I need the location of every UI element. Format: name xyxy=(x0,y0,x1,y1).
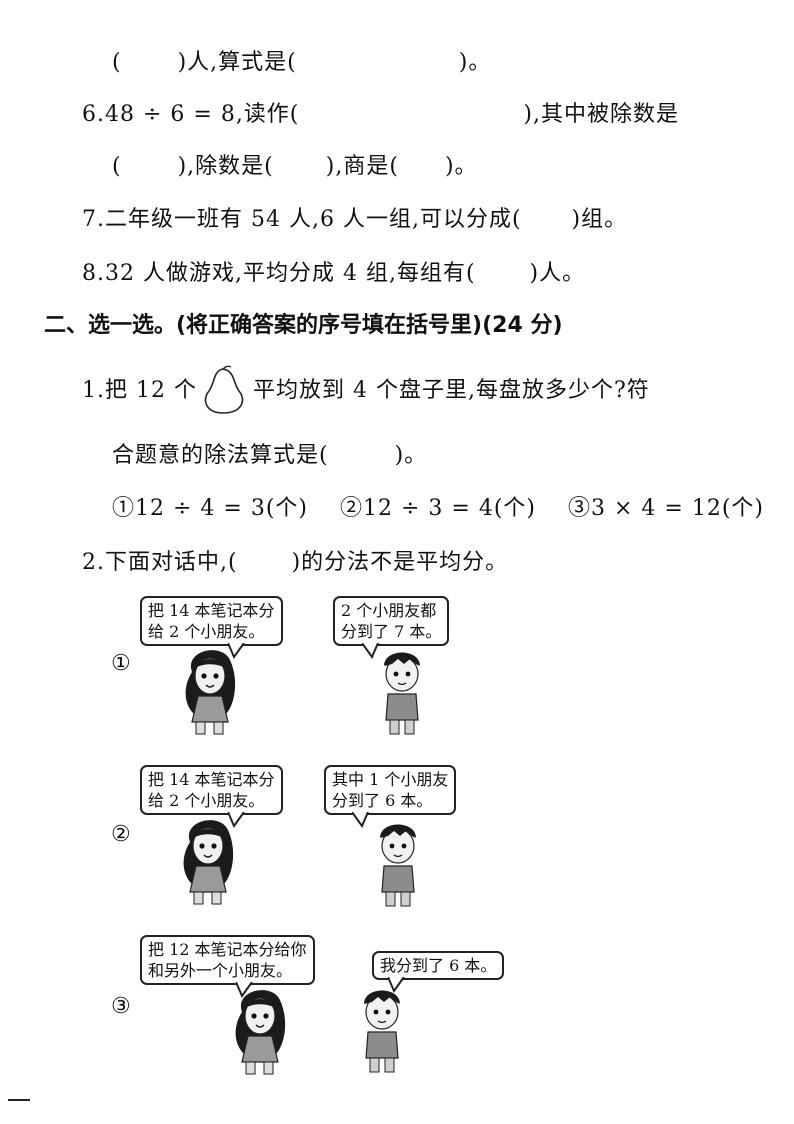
choice-options: ①12 ÷ 4 = 3(个) ②12 ÷ 3 = 4(个) ③3 × 4 = 12(… xyxy=(112,490,764,522)
bubble-line: 给 2 个小朋友。 xyxy=(148,622,265,641)
choice-question-1: 1.把 12 个 平均放到 4 个盘子里,每盘放多少个?符 xyxy=(82,365,650,414)
question-6-text-2: ),其中被除数是 xyxy=(523,102,679,127)
boy-figure xyxy=(379,823,417,907)
question-1-text: 1.把 12 个 xyxy=(82,378,197,403)
question-5-text: )人,算式是( xyxy=(177,50,297,75)
girl-speech-bubble: 把 12 本笔记本分给你 和另外一个小朋友。 xyxy=(140,935,315,985)
quotient-text: ),商是( xyxy=(325,154,399,179)
question-2-text: 2.下面对话中,( xyxy=(82,550,238,575)
bubble-line: 分到了 7 本。 xyxy=(341,622,442,641)
question-6-text: 6.48 ÷ 6 = 8,读作( xyxy=(82,102,300,127)
question-5-continuation: ( )人,算式是( )。 xyxy=(112,44,491,76)
question-7: 7.二年级一班有 54 人,6 人一组,可以分成( )组。 xyxy=(82,201,627,233)
paren-close: )。 xyxy=(394,443,428,468)
girl-speech-bubble: 把 14 本笔记本分 给 2 个小朋友。 xyxy=(140,596,283,646)
pear-icon xyxy=(197,365,253,414)
paren-close: )。 xyxy=(444,154,478,179)
boy-speech-bubble: 我分到了 6 本。 xyxy=(372,951,505,980)
bubble-line: 把 12 本笔记本分给你 xyxy=(148,940,307,959)
bubble-line: 我分到了 6 本。 xyxy=(380,956,497,975)
girl-speech-bubble: 把 14 本笔记本分 给 2 个小朋友。 xyxy=(140,765,283,815)
scene-marker[interactable]: ② xyxy=(111,822,131,847)
scene-marker[interactable]: ① xyxy=(111,651,131,676)
girl-figure xyxy=(234,989,286,1075)
option-2[interactable]: ②12 ÷ 3 = 4(个) xyxy=(340,496,536,521)
question-6-continuation: ( ),除数是( ),商是( )。 xyxy=(112,148,478,180)
question-7-end: )组。 xyxy=(571,207,628,232)
paren-open: ( xyxy=(112,154,122,179)
page-corner-mark xyxy=(8,1099,30,1101)
option-1[interactable]: ①12 ÷ 4 = 3(个) xyxy=(112,496,308,521)
bubble-line: 其中 1 个小朋友 xyxy=(332,770,449,789)
boy-speech-bubble: 其中 1 个小朋友 分到了 6 本。 xyxy=(324,765,457,815)
scene-marker[interactable]: ③ xyxy=(111,994,131,1019)
boy-figure xyxy=(383,651,421,735)
bubble-line: 分到了 6 本。 xyxy=(332,791,433,810)
boy-speech-bubble: 2 个小朋友都 分到了 7 本。 xyxy=(333,596,450,646)
question-6: 6.48 ÷ 6 = 8,读作( ),其中被除数是 xyxy=(82,96,679,128)
paren-open: ( xyxy=(112,50,122,75)
choice-question-1-continuation: 合题意的除法算式是( )。 xyxy=(112,437,427,469)
bubble-line: 2 个小朋友都 xyxy=(341,601,437,620)
bubble-line: 给 2 个小朋友。 xyxy=(148,791,265,810)
girl-figure xyxy=(184,649,236,735)
choice-question-2: 2.下面对话中,( )的分法不是平均分。 xyxy=(82,544,508,576)
option-3[interactable]: ③3 × 4 = 12(个) xyxy=(568,496,764,521)
boy-figure xyxy=(363,989,401,1073)
bubble-line: 把 14 本笔记本分 xyxy=(148,770,275,789)
girl-figure xyxy=(182,819,234,905)
question-2-text-2: )的分法不是平均分。 xyxy=(291,550,509,575)
divisor-text: ),除数是( xyxy=(177,154,274,179)
question-8: 8.32 人做游戏,平均分成 4 组,每组有( )人。 xyxy=(82,255,585,287)
question-7-text: 7.二年级一班有 54 人,6 人一组,可以分成( xyxy=(82,207,522,232)
question-8-end: )人。 xyxy=(529,261,586,286)
paren-close: )。 xyxy=(458,50,492,75)
section-2-heading: 二、选一选。(将正确答案的序号填在括号里)(24 分) xyxy=(44,313,563,338)
question-1-text-2: 平均放到 4 个盘子里,每盘放多少个?符 xyxy=(252,378,650,403)
question-8-text: 8.32 人做游戏,平均分成 4 组,每组有( xyxy=(82,261,476,286)
bubble-line: 和另外一个小朋友。 xyxy=(148,961,293,980)
bubble-line: 把 14 本笔记本分 xyxy=(148,601,275,620)
question-1-text-3: 合题意的除法算式是( xyxy=(112,443,329,468)
